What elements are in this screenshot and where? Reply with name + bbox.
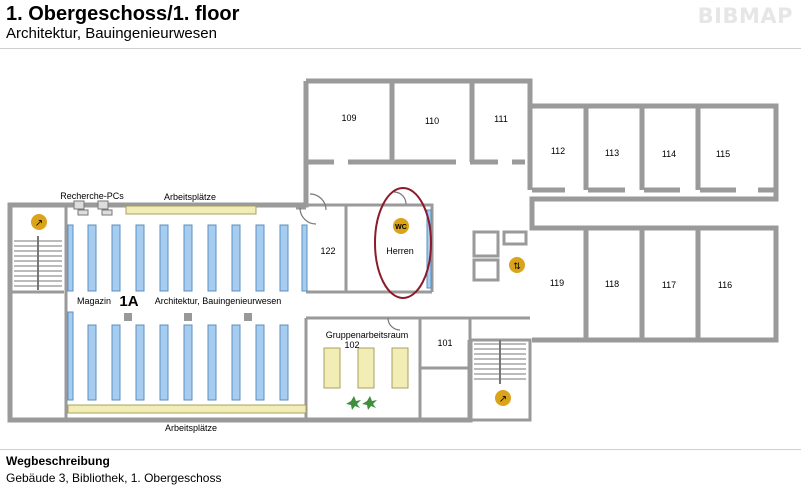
shelf bbox=[111, 224, 121, 292]
shelf bbox=[183, 224, 193, 292]
door-arc bbox=[387, 317, 401, 331]
room-label-116: 116 bbox=[718, 280, 732, 290]
page-header: 1. Obergeschoss/1. floor Architektur, Ba… bbox=[0, 0, 801, 48]
magazin-label: Magazin bbox=[77, 296, 111, 306]
plan-walls bbox=[7, 78, 779, 423]
room-label-118: 118 bbox=[605, 279, 619, 289]
gruppenarbeitsraum-number: 102 bbox=[344, 340, 359, 350]
header-divider bbox=[0, 48, 801, 49]
route-description: Gebäude 3, Bibliothek, 1. Obergeschoss bbox=[6, 471, 222, 485]
wc-icon: WC bbox=[395, 224, 407, 231]
room-101-walls bbox=[420, 316, 530, 420]
footer-divider bbox=[0, 449, 801, 450]
computer-icon bbox=[77, 209, 89, 216]
plant-icon bbox=[362, 396, 377, 410]
shelf bbox=[207, 224, 217, 292]
shelf bbox=[255, 324, 265, 401]
utility-box-2 bbox=[472, 258, 500, 282]
shelf bbox=[111, 324, 121, 401]
herren-label: Herren bbox=[386, 246, 414, 256]
shelf bbox=[301, 224, 308, 292]
door-arc bbox=[299, 207, 317, 225]
utility-box-3 bbox=[502, 230, 528, 246]
arbeitsplaetze-bottom-label: Arbeitsplätze bbox=[165, 423, 217, 433]
room-label-113: 113 bbox=[605, 148, 619, 158]
computer-icon bbox=[101, 209, 113, 216]
doors bbox=[299, 191, 407, 331]
stair-sign-left: ↗ bbox=[31, 214, 47, 230]
shelf bbox=[255, 224, 265, 292]
shelf bbox=[207, 324, 217, 401]
wc-block-walls bbox=[306, 203, 434, 294]
computer-icons bbox=[73, 200, 113, 216]
lower-rooms-walls bbox=[583, 228, 701, 340]
wc-sign: WC bbox=[393, 218, 409, 234]
shelf bbox=[183, 324, 193, 401]
upper-wing-outline bbox=[306, 78, 779, 343]
floor-plan: ↗ ↗ ⇅ WC 109 110 111 112 113 114 115 119… bbox=[7, 78, 779, 433]
room-label-115: 115 bbox=[716, 149, 730, 159]
room-label-109: 109 bbox=[341, 113, 356, 123]
shelf bbox=[231, 224, 241, 292]
shelf bbox=[159, 324, 169, 401]
library-inner-walls bbox=[10, 205, 68, 420]
group-table bbox=[323, 347, 341, 389]
utility-box-1 bbox=[472, 230, 500, 258]
computer-icon bbox=[73, 200, 85, 210]
arbeitsplatz-table-top bbox=[125, 205, 257, 215]
room-label-112: 112 bbox=[551, 146, 565, 156]
shelf bbox=[87, 324, 97, 401]
page-subtitle: Architektur, Bauingenieurwesen bbox=[6, 25, 217, 42]
bibmap-logo: BIBMAP bbox=[697, 4, 793, 28]
plant-icon bbox=[346, 396, 361, 410]
arbeitsplaetze-top-label: Arbeitsplätze bbox=[164, 192, 216, 202]
stairs-icon: ↗ bbox=[35, 218, 43, 229]
room-label-117: 117 bbox=[662, 280, 676, 290]
pillars bbox=[124, 313, 252, 321]
room-label-101: 101 bbox=[437, 338, 452, 348]
shelf bbox=[159, 224, 169, 292]
left-stairs bbox=[14, 236, 62, 290]
section-number: 1A bbox=[119, 293, 138, 310]
recherche-pcs-label: Recherche-PCs bbox=[60, 191, 124, 201]
page-title: 1. Obergeschoss/1. floor bbox=[6, 3, 240, 25]
shelf bbox=[87, 224, 97, 292]
room-label-110: 110 bbox=[425, 116, 439, 126]
pillar bbox=[244, 313, 252, 321]
pillar bbox=[184, 313, 192, 321]
room-label-111: 111 bbox=[494, 114, 508, 124]
stairs-icon: ↗ bbox=[499, 394, 507, 405]
shelf bbox=[231, 324, 241, 401]
shelf bbox=[67, 311, 74, 401]
stair-sign-right: ↗ bbox=[495, 390, 511, 406]
right-stairs bbox=[474, 340, 526, 384]
elevator-icon: ⇅ bbox=[513, 261, 521, 271]
shelf bbox=[135, 324, 145, 401]
pillar bbox=[124, 313, 132, 321]
door-arc bbox=[393, 191, 407, 205]
group-table bbox=[391, 347, 409, 389]
room-label-119: 119 bbox=[550, 278, 564, 288]
computer-icon bbox=[97, 200, 109, 210]
group-table bbox=[357, 347, 375, 389]
work-tables bbox=[67, 205, 409, 414]
arbeitsplatz-table-bottom bbox=[67, 404, 307, 414]
shelf bbox=[67, 224, 74, 292]
shelf bbox=[135, 224, 145, 292]
top-rooms-walls bbox=[389, 81, 701, 190]
plant-icons bbox=[346, 396, 377, 410]
room-label-122: 122 bbox=[320, 246, 335, 256]
route-heading: Wegbeschreibung bbox=[6, 454, 110, 468]
gruppenarbeitsraum-label: Gruppenarbeitsraum bbox=[326, 330, 409, 340]
shelf bbox=[279, 224, 289, 292]
bookshelves bbox=[67, 209, 432, 401]
section-label: Architektur, Bauingenieurwesen bbox=[155, 296, 282, 306]
shelf bbox=[279, 324, 289, 401]
door-arc bbox=[309, 193, 327, 211]
room-label-114: 114 bbox=[662, 149, 676, 159]
elevator-sign: ⇅ bbox=[509, 257, 525, 273]
location-highlight bbox=[374, 187, 432, 299]
